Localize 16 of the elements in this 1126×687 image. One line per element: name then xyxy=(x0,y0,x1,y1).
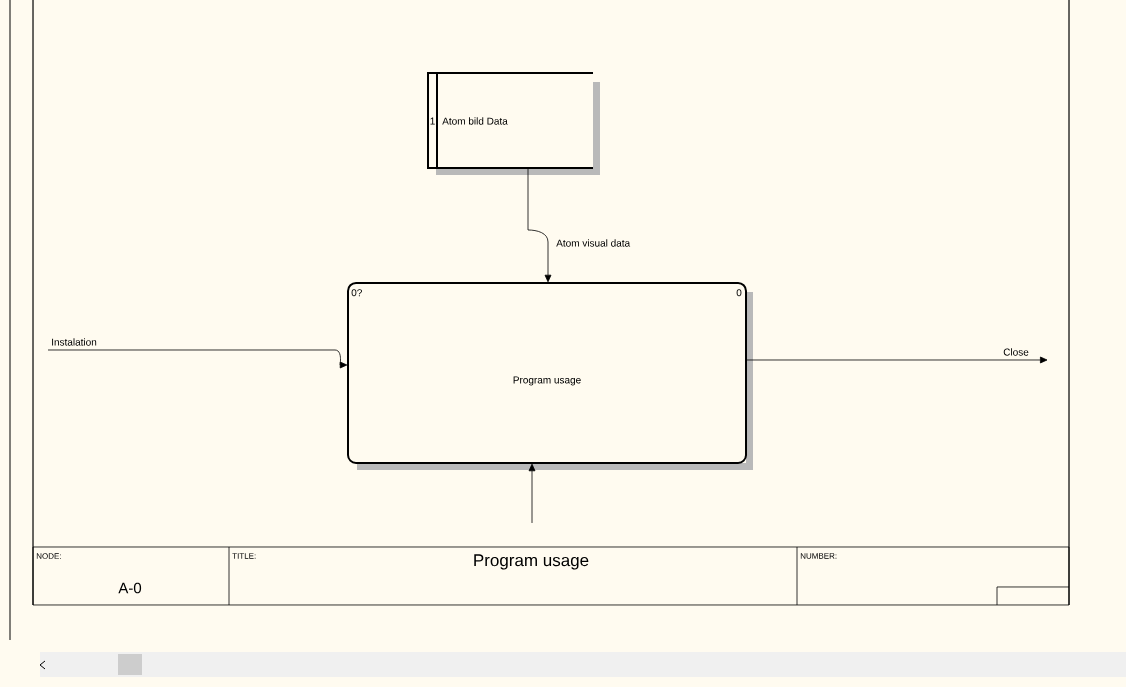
activity-box: 0? 0 Program usage xyxy=(347,282,753,470)
node-label: Atom bild Data xyxy=(442,117,508,125)
edge-label: Close xyxy=(1003,348,1029,356)
field-caption: TITLE: xyxy=(232,553,256,559)
arrow xyxy=(527,167,552,283)
arrow xyxy=(528,463,536,524)
field-caption: NODE: xyxy=(36,553,61,559)
field-value: A-0 xyxy=(118,582,142,594)
arrow xyxy=(745,356,1048,364)
edge-label: Atom visual data xyxy=(556,239,631,247)
edge-label: Instalation xyxy=(52,338,97,346)
data-store: 1 Atom bild Data xyxy=(427,72,600,175)
field-caption: NUMBER: xyxy=(800,553,837,559)
node-label: 1 xyxy=(430,117,435,125)
field-value: Program usage xyxy=(474,554,589,570)
arrow xyxy=(47,349,348,369)
